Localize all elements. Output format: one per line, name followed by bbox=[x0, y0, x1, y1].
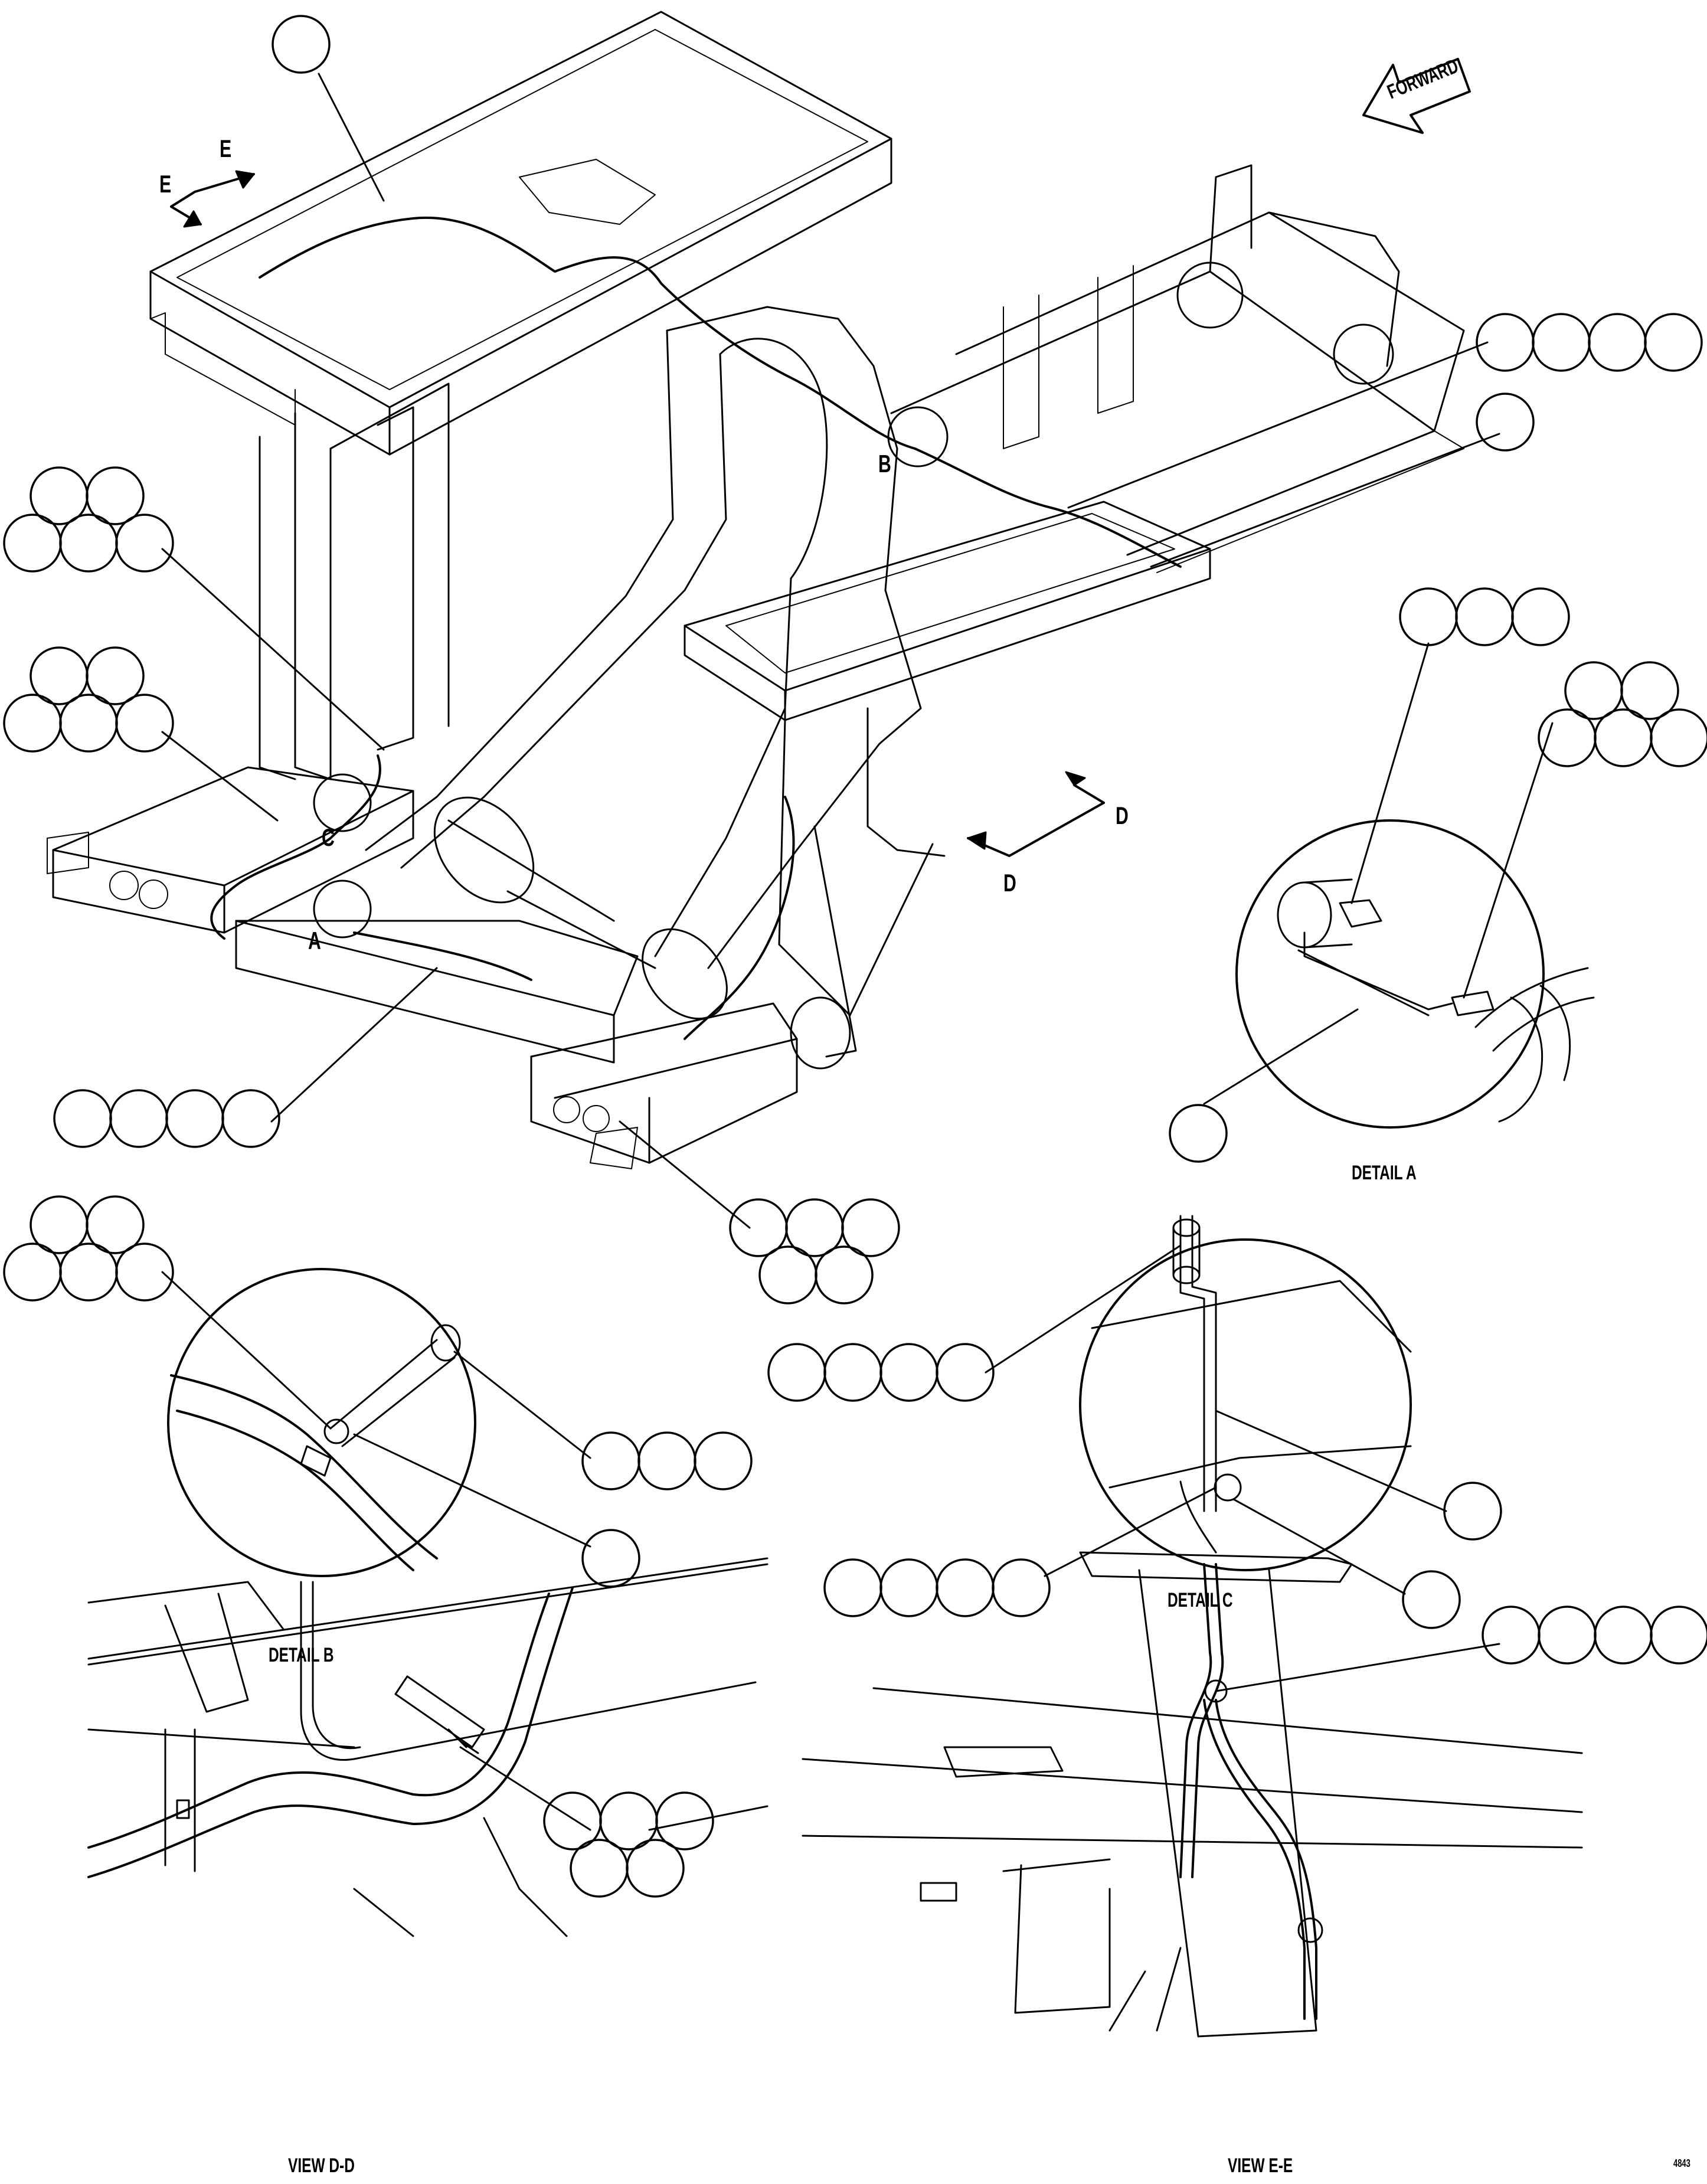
balloon-group-right-upper bbox=[1476, 313, 1703, 372]
balloon-group-left-upper bbox=[3, 466, 174, 573]
forward-arrow bbox=[1362, 58, 1471, 134]
balloon-group-detail-b-left bbox=[3, 1195, 174, 1302]
detail-a-title: DETAIL A bbox=[1352, 1162, 1417, 1184]
callout-a-label: A bbox=[308, 927, 321, 954]
balloon-group-detail-c-bottom-right bbox=[1402, 1570, 1461, 1629]
view-ee-title: VIEW E-E bbox=[1228, 2154, 1293, 2177]
view-dd-drawing bbox=[87, 1557, 769, 1937]
balloon-group-view-ee bbox=[1482, 1606, 1707, 1665]
detail-c-drawing bbox=[1079, 1215, 1412, 1571]
balloon-group-detail-a-right bbox=[1538, 661, 1707, 767]
detail-b-title: DETAIL B bbox=[269, 1644, 334, 1666]
balloon-group-detail-c-top bbox=[767, 1343, 995, 1402]
reference-balloons bbox=[3, 15, 1707, 1898]
balloon-group-detail-c-right bbox=[1443, 1482, 1502, 1541]
balloon-group-top bbox=[272, 15, 331, 74]
leader-lines bbox=[161, 73, 1554, 1831]
balloon-group-detail-b-right bbox=[581, 1431, 753, 1490]
callout-c-label: C bbox=[322, 823, 335, 851]
balloon-group-bottom-center bbox=[729, 1198, 900, 1304]
section-e-label-top: E bbox=[220, 135, 232, 162]
detail-c-title: DETAIL C bbox=[1168, 1589, 1233, 1611]
section-d-label-bottom: D bbox=[1003, 869, 1016, 897]
balloon-group-detail-c-bottom-left bbox=[823, 1558, 1051, 1617]
view-dd-title: VIEW D-D bbox=[288, 2154, 355, 2177]
main-frame-drawing bbox=[47, 11, 1465, 1169]
sheet-code: 4843 bbox=[1673, 2157, 1690, 2169]
detail-b-drawing bbox=[167, 1268, 476, 1577]
balloon-group-detail-b-bottom bbox=[581, 1529, 640, 1588]
detail-a-drawing bbox=[1235, 819, 1595, 1129]
balloon-group-right-single bbox=[1476, 393, 1535, 452]
view-ee-drawing bbox=[802, 1551, 1583, 2038]
callout-b-label: B bbox=[878, 450, 891, 478]
section-e-label-left: E bbox=[159, 170, 172, 198]
balloon-group-bottom-left bbox=[53, 1089, 280, 1148]
balloon-group-detail-a-bottom bbox=[1169, 1104, 1228, 1163]
balloon-group-view-dd bbox=[543, 1791, 714, 1898]
balloon-group-left-middle bbox=[3, 646, 174, 753]
balloon-group-detail-a-top bbox=[1399, 587, 1570, 646]
section-d-label-right: D bbox=[1116, 802, 1129, 829]
